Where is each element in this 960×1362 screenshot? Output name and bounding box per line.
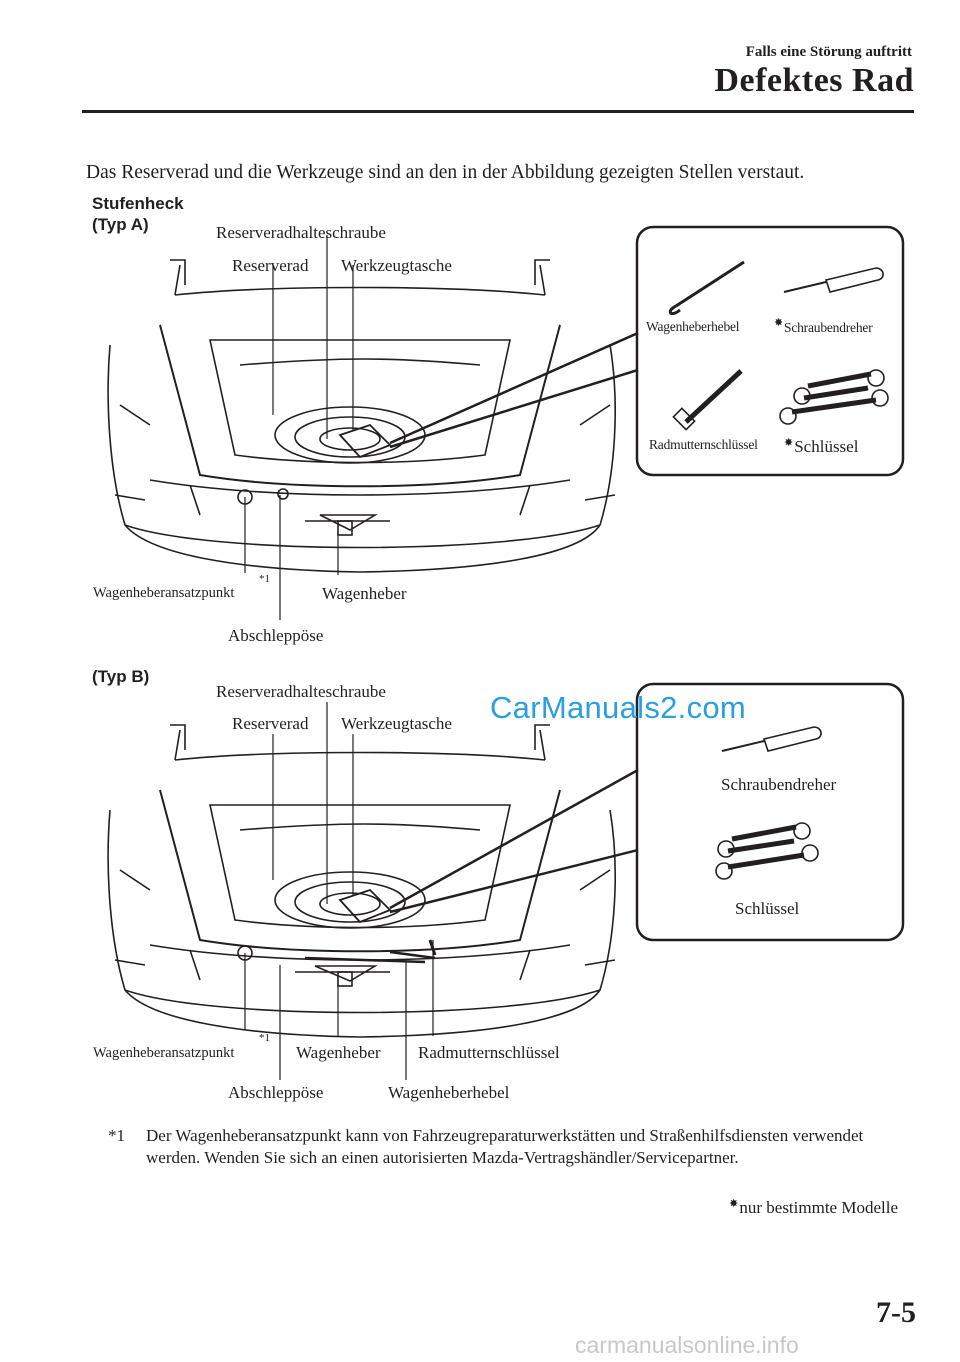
jack-lever-icon (668, 260, 745, 316)
label-a-jack-point-mark: *1 (259, 573, 270, 585)
label-a-inset-wrench: ✸Schlüssel (784, 436, 858, 457)
label-b-jack: Wagenheber (296, 1043, 381, 1062)
trunk-illustration-a (107, 235, 639, 620)
label-a-inset-wrench-text: Schlüssel (794, 437, 859, 456)
label-b-jack-point: Wagenheberansatzpunkt (93, 1045, 235, 1061)
figure-b-heading: (Typ B) (92, 667, 150, 686)
lug-wrench-icon (672, 369, 743, 431)
label-a-spare-wheel: Reserverad (232, 256, 309, 275)
watermark-carmanuals: CarManuals2.com (490, 690, 747, 725)
tool-inset-a (635, 225, 905, 477)
page-title: Defektes Rad (714, 62, 914, 99)
screwdriver-icon (783, 267, 884, 293)
label-a-jack-point: Wagenheberansatzpunkt (93, 585, 235, 601)
label-a-inset-lug-wrench: Radmutternschlüssel (649, 437, 758, 452)
site-watermark: carmanualsonline.info (575, 1332, 799, 1358)
footnote-text: Der Wagenheberansatzpunkt kann von Fahrz… (146, 1126, 864, 1167)
tool-inset-b (635, 682, 905, 942)
wrench-icon (715, 822, 819, 880)
label-a-tow-eye: Abschleppöse (228, 626, 324, 645)
figure-a-heading-line2: (Typ A) (92, 215, 149, 234)
figure-a-heading-line1: Stufenheck (92, 194, 184, 213)
trunk-illustration-b (107, 702, 639, 1080)
figure-a-heading: Stufenheck (Typ A) (92, 193, 184, 235)
label-a-inset-jack-lever: Wagenheberhebel (646, 319, 740, 334)
label-a-inset-screwdriver-text: Schraubendreher (784, 320, 873, 335)
title-divider (82, 110, 914, 113)
screwdriver-icon (721, 726, 822, 752)
label-a-spare-bolt: Reserveradhalteschraube (216, 223, 386, 242)
section-label: Falls eine Störung auftritt (745, 44, 912, 60)
label-b-jack-lever: Wagenheberhebel (388, 1083, 510, 1102)
optional-star-icon: ✸ (774, 317, 784, 329)
label-b-inset-wrench: Schlüssel (735, 899, 800, 918)
label-b-tool-bag: Werkzeugtasche (341, 714, 452, 733)
label-b-spare-bolt: Reserveradhalteschraube (216, 682, 386, 701)
page-number: 7-5 (876, 1296, 916, 1329)
label-b-spare-wheel: Reserverad (232, 714, 309, 733)
model-note: ✸nur bestimmte Modelle (729, 1197, 898, 1218)
optional-star-icon: ✸ (784, 437, 794, 449)
label-a-tool-bag: Werkzeugtasche (341, 256, 452, 275)
label-a-jack: Wagenheber (322, 584, 407, 603)
wrench-icon (779, 369, 889, 425)
optional-star-icon: ✸ (729, 1198, 739, 1210)
label-b-lug-wrench: Radmutternschlüssel (418, 1043, 560, 1062)
label-b-inset-screwdriver: Schraubendreher (721, 775, 837, 794)
intro-text: Das Reserverad und die Werkzeuge sind an… (86, 162, 805, 183)
label-a-inset-screwdriver: ✸Schraubendreher (774, 316, 873, 336)
label-b-jack-point-mark: *1 (259, 1032, 270, 1044)
label-b-tow-eye: Abschleppöse (228, 1083, 324, 1102)
model-note-text: nur bestimmte Modelle (739, 1198, 898, 1217)
footnote-symbol: *1 (108, 1126, 125, 1145)
